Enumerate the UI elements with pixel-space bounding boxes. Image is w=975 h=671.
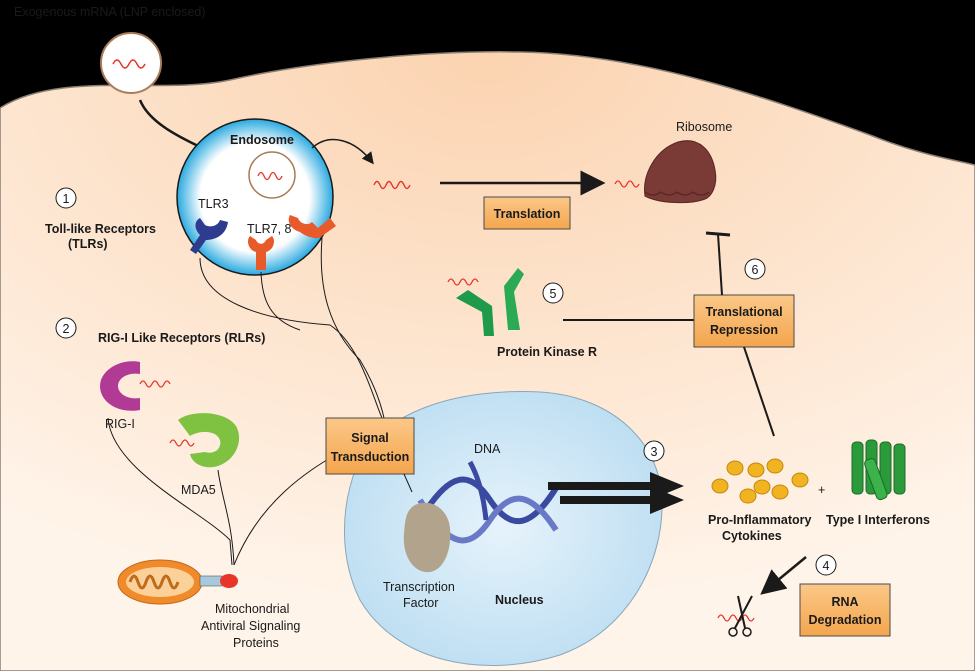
cytokines-label-1: Pro-Inflammatory <box>708 513 812 527</box>
endosome-lnp <box>248 151 296 199</box>
svg-text:Translational: Translational <box>705 305 782 319</box>
pkr-icon <box>456 268 524 336</box>
translational-repression-box: Translational Repression <box>693 294 795 348</box>
step-4: 4 <box>823 559 830 573</box>
cytokines-icon <box>711 458 809 504</box>
exogenous-label: Exogenous mRNA (LNP enclosed) <box>14 5 206 19</box>
transcription-arrows <box>548 472 684 514</box>
svg-text:Translation: Translation <box>494 207 561 221</box>
released-mrna <box>373 180 411 190</box>
rig1-icon <box>100 361 140 411</box>
step-2: 2 <box>63 322 70 336</box>
nucleus <box>344 391 663 666</box>
mavs-label-1: Mitochondrial <box>215 602 289 616</box>
signal-transduction-box: Signal Transduction <box>325 417 415 475</box>
step-6: 6 <box>752 263 759 277</box>
mavs-label-2: Antiviral Signaling <box>201 619 300 633</box>
ribosome-icon <box>644 140 717 204</box>
tlr3-label: TLR3 <box>198 197 229 211</box>
interferons-label: Type I Interferons <box>826 513 930 527</box>
svg-text:Signal: Signal <box>351 431 389 445</box>
cytokines-label-2: Cytokines <box>722 529 782 543</box>
scissors-icon <box>728 595 753 637</box>
mda5-label: MDA5 <box>181 483 216 497</box>
interferon-icon <box>851 439 906 501</box>
step-3: 3 <box>651 445 658 459</box>
endosome-label: Endosome <box>230 133 294 147</box>
tlr-title: Toll-like Receptors <box>45 222 156 236</box>
svg-text:Repression: Repression <box>710 323 778 337</box>
transcription-factor-icon <box>403 502 451 573</box>
degraded-mrna <box>717 614 755 622</box>
translation-box: Translation <box>483 196 571 230</box>
tlr8-receptor <box>288 215 336 239</box>
tlr7-receptor <box>248 236 274 270</box>
plus-sign: + <box>818 483 825 497</box>
svg-text:Degradation: Degradation <box>809 613 882 627</box>
nucleus-label: Nucleus <box>495 593 544 607</box>
svg-text:Transduction: Transduction <box>331 450 409 464</box>
mitochondrion-icon <box>117 559 238 605</box>
step-5: 5 <box>550 287 557 301</box>
rig1-label: RIG-I <box>105 417 135 431</box>
step-1: 1 <box>63 192 70 206</box>
tf-label-2: Factor <box>403 596 438 610</box>
tlr-title-abbrev: (TLRs) <box>68 237 108 251</box>
pkr-label: Protein Kinase R <box>497 345 597 359</box>
rna-degradation-box: RNA Degradation <box>799 583 891 637</box>
tf-label-1: Transcription <box>383 580 455 594</box>
lnp-icon <box>100 32 162 94</box>
rlr-title: RIG-I Like Receptors (RLRs) <box>98 331 265 345</box>
tlr78-label: TLR7, 8 <box>247 222 292 236</box>
mda5-icon <box>178 413 240 468</box>
svg-text:RNA: RNA <box>831 595 858 609</box>
tlr3-receptor <box>190 218 228 254</box>
mavs-label-3: Proteins <box>233 636 279 650</box>
mrna-icon <box>112 59 146 69</box>
ribosome-label: Ribosome <box>676 120 732 134</box>
dna-label: DNA <box>474 442 501 456</box>
